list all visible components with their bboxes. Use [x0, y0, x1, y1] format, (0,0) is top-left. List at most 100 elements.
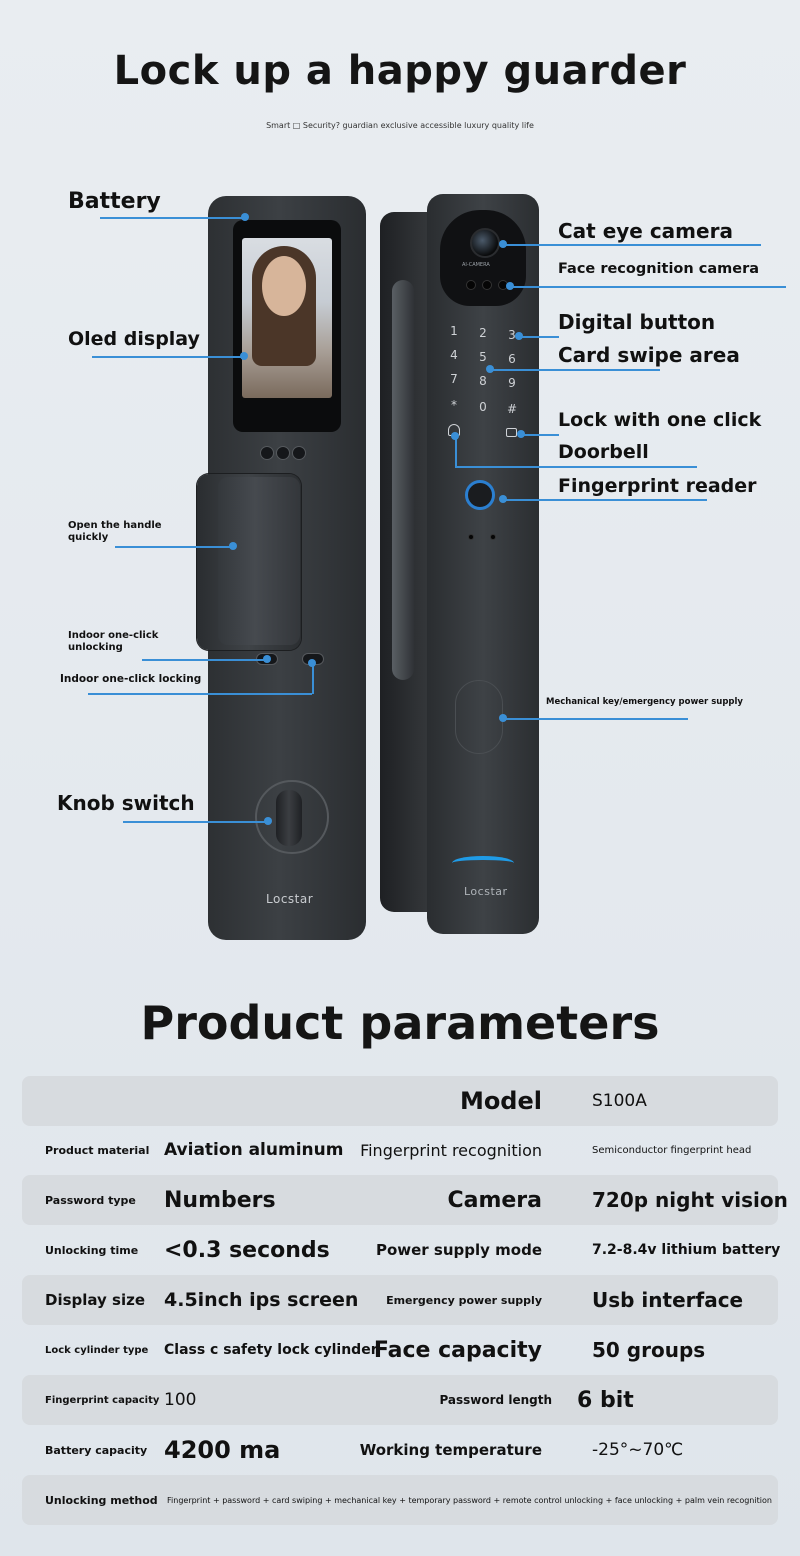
- param-value-emergency-power: Usb interface: [592, 1288, 744, 1312]
- param-value-password-type: Numbers: [164, 1187, 276, 1213]
- param-label-fingerprint-capacity: Fingerprint capacity: [45, 1394, 160, 1406]
- key-7: 7: [450, 372, 458, 386]
- mech-key-line: [503, 718, 688, 720]
- key-4: 4: [450, 348, 458, 362]
- key-0: 0: [479, 400, 487, 414]
- battery-line: [100, 217, 245, 219]
- ir-sensor-icon: [466, 280, 476, 290]
- oled-line: [92, 356, 244, 358]
- key-hash: #: [506, 402, 518, 416]
- doorbell-line: [455, 466, 697, 468]
- label-oled-display: Oled display: [68, 328, 200, 350]
- label-indoor-lock: Indoor one-click locking: [60, 673, 202, 685]
- param-label-display-size: Display size: [45, 1291, 146, 1309]
- brand-logo-indoor: Locstar: [266, 892, 314, 906]
- indoor-unlock-line: [142, 659, 267, 661]
- param-row-battery-capacity: Battery capacity 4200 ma Working tempera…: [22, 1425, 778, 1475]
- screen-face: [262, 256, 306, 316]
- param-value-fingerprint-recognition: Semiconductor fingerprint head: [592, 1144, 752, 1156]
- cat-eye-line: [503, 244, 761, 246]
- handle-dot: [229, 542, 237, 550]
- sensor-dot-left: [468, 534, 474, 540]
- label-doorbell: Doorbell: [558, 441, 649, 463]
- label-mechanical-key: Mechanical key/emergency power supply: [546, 697, 743, 707]
- cat-eye-dot: [499, 240, 507, 248]
- param-label-power-supply: Power supply mode: [375, 1241, 542, 1259]
- param-row-lock-cylinder: Lock cylinder type Class c safety lock c…: [22, 1325, 778, 1375]
- oled-dot: [240, 352, 248, 360]
- camera-module: [440, 210, 526, 306]
- digital-button-dot: [515, 332, 523, 340]
- label-fingerprint-reader: Fingerprint reader: [558, 475, 757, 497]
- fingerprint-dot: [499, 495, 507, 503]
- param-label-emergency-power: Emergency power supply: [386, 1293, 542, 1307]
- led-strip: [452, 856, 514, 870]
- label-card-swipe: Card swipe area: [558, 343, 740, 367]
- indoor-lock-line: [88, 693, 312, 695]
- screen-button-center: [276, 446, 290, 460]
- param-label-unlocking-time: Unlocking time: [45, 1243, 139, 1257]
- label-lock-one-click: Lock with one click: [558, 409, 762, 431]
- key-9: 9: [508, 376, 516, 390]
- param-label-camera: Camera: [447, 1187, 542, 1213]
- card-swipe-dot: [486, 365, 494, 373]
- digital-button-line: [519, 336, 559, 338]
- fingerprint-line: [503, 499, 707, 501]
- label-face-recognition: Face recognition camera: [558, 261, 760, 277]
- screen-button-right: [292, 446, 306, 460]
- camera-label: AI-CAMERA: [462, 262, 490, 268]
- param-row-model: Model S100A: [22, 1076, 778, 1126]
- param-label-password-length: Password length: [439, 1393, 552, 1407]
- param-value-battery-capacity: 4200 ma: [164, 1436, 281, 1464]
- cat-eye-lens-icon: [470, 228, 500, 258]
- label-open-handle: Open the handle quickly: [68, 520, 162, 543]
- param-row-display-size: Display size 4.5inch ips screen Emergenc…: [22, 1275, 778, 1325]
- key-6: 6: [508, 352, 516, 366]
- param-label-password-type: Password type: [45, 1193, 136, 1207]
- param-value-lock-cylinder: Class c safety lock cylinder: [164, 1342, 378, 1358]
- knob-line: [123, 821, 268, 823]
- param-label-material: Product material: [45, 1143, 150, 1157]
- door-lever: [392, 280, 414, 680]
- param-value-material: Aviation aluminum: [164, 1140, 344, 1160]
- card-swipe-line: [490, 369, 660, 371]
- key-1: 1: [450, 324, 458, 338]
- param-label-lock-cylinder: Lock cylinder type: [45, 1344, 149, 1356]
- label-cat-eye: Cat eye camera: [558, 219, 733, 243]
- fingerprint-icon: [465, 480, 495, 510]
- brand-logo-outdoor: Locstar: [464, 885, 508, 898]
- page-title: Lock up a happy guarder: [113, 48, 687, 94]
- knob-icon: [276, 790, 302, 846]
- param-value-face-capacity: 50 groups: [592, 1338, 706, 1362]
- indoor-lock-dot: [308, 659, 316, 667]
- one-click-lock-line: [521, 434, 559, 436]
- knob-ring: [255, 780, 329, 854]
- param-row-unlocking-method: Unlocking method Fingerprint + password …: [22, 1475, 778, 1525]
- doorbell-dot: [451, 432, 459, 440]
- param-label-unlocking-method: Unlocking method: [45, 1493, 158, 1507]
- one-click-lock-dot: [517, 430, 525, 438]
- label-battery: Battery: [68, 189, 161, 214]
- param-value-password-length: 6 bit: [577, 1387, 634, 1413]
- param-value-unlocking-method: Fingerprint + password + card swiping + …: [167, 1495, 772, 1505]
- mechanical-key-cover: [455, 680, 503, 754]
- handle-line: [115, 546, 233, 548]
- label-knob-switch: Knob switch: [57, 791, 195, 815]
- battery-dot: [241, 213, 249, 221]
- mech-key-dot: [499, 714, 507, 722]
- sensor-dot-right: [490, 534, 496, 540]
- param-row-unlocking-time: Unlocking time <0.3 seconds Power supply…: [22, 1225, 781, 1275]
- param-value-power-supply: 7.2-8.4v lithium battery: [592, 1242, 781, 1258]
- indoor-handle-face: [218, 477, 300, 645]
- face-camera-dot: [506, 282, 514, 290]
- param-label-battery-capacity: Battery capacity: [45, 1443, 148, 1457]
- param-row-fingerprint-capacity: Fingerprint capacity 100 Password length…: [22, 1375, 778, 1425]
- face-camera-line: [510, 286, 786, 288]
- param-row-password-type: Password type Numbers Camera 720p night …: [22, 1175, 788, 1225]
- label-indoor-unlock: Indoor one-click unlocking: [68, 630, 159, 653]
- knob-dot: [264, 817, 272, 825]
- indoor-unlock-dot: [263, 655, 271, 663]
- lock-icon: [506, 428, 517, 437]
- key-2: 2: [479, 326, 487, 340]
- page-subtitle: Smart □ Security? guardian exclusive acc…: [266, 121, 534, 130]
